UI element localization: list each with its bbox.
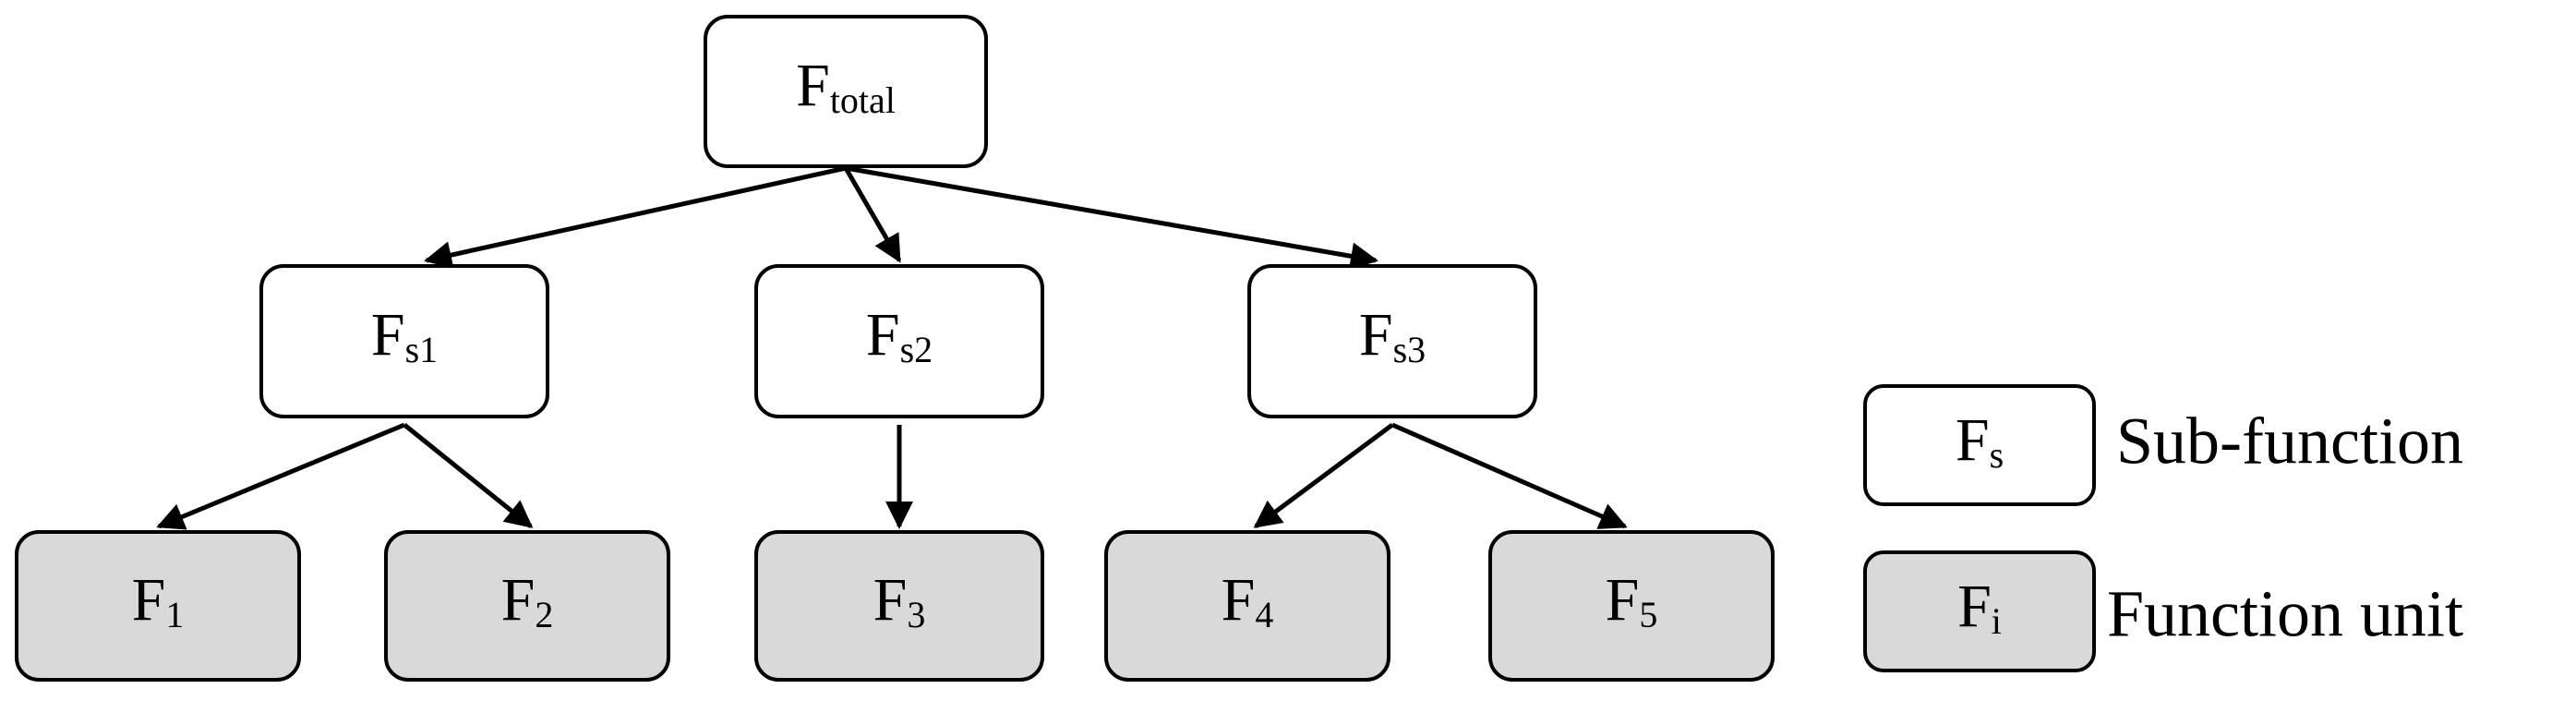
edge-root-to-s3 xyxy=(845,165,1378,271)
node-fs3: Fs3 xyxy=(1247,264,1537,418)
node-f4: F4 xyxy=(1104,530,1390,682)
node-f2: F2 xyxy=(384,530,670,682)
edge-s3-to-f5 xyxy=(1390,422,1628,529)
legend: Fs Sub-function Fi Function unit xyxy=(1863,384,2463,672)
node-f-total-box xyxy=(704,15,988,168)
legend-function-unit-swatch xyxy=(1863,550,2096,672)
legend-sub-function-swatch xyxy=(1863,384,2096,506)
node-fs2: Fs2 xyxy=(754,264,1044,418)
node-f-total-label: Ftotal xyxy=(796,52,896,121)
node-f1: F1 xyxy=(15,530,301,682)
node-f5-box xyxy=(1488,530,1775,682)
node-fs1: Fs1 xyxy=(259,264,549,418)
node-fs1-box xyxy=(259,264,549,418)
node-f5-label: F5 xyxy=(1606,566,1658,635)
node-f2-box xyxy=(384,530,670,682)
node-f3: F3 xyxy=(754,530,1044,682)
legend-function-unit-symbol: Fi xyxy=(1957,573,2002,642)
node-f3-label: F3 xyxy=(873,566,926,635)
node-f2-label: F2 xyxy=(501,566,554,635)
legend-function-unit: Fi Function unit xyxy=(1863,550,2463,672)
node-f3-box xyxy=(754,530,1044,682)
edge-root-to-s2 xyxy=(843,166,902,263)
node-f5: F5 xyxy=(1488,530,1775,682)
edges xyxy=(156,165,1628,530)
legend-function-unit-label: Function unit xyxy=(2107,577,2463,651)
node-f4-box xyxy=(1104,530,1390,682)
edge-s1-to-f1 xyxy=(156,422,405,530)
legend-sub-function-label: Sub-function xyxy=(2116,405,2463,478)
legend-sub-function-symbol: Fs xyxy=(1956,406,2004,476)
node-f1-box xyxy=(15,530,301,682)
node-fs2-label: Fs2 xyxy=(866,301,933,370)
node-fs2-box xyxy=(754,264,1044,418)
node-f4-label: F4 xyxy=(1222,566,1274,635)
legend-sub-function: Fs Sub-function xyxy=(1863,384,2463,506)
edge-root-to-s1 xyxy=(424,165,847,269)
node-f1-label: F1 xyxy=(132,566,185,635)
node-fs3-box xyxy=(1247,264,1537,418)
node-fs3-label: Fs3 xyxy=(1359,301,1426,370)
edge-s3-to-f4 xyxy=(1253,422,1394,529)
edge-s1-to-f2 xyxy=(403,423,534,528)
node-f-total: Ftotal xyxy=(704,15,988,168)
node-fs1-label: Fs1 xyxy=(371,301,438,370)
